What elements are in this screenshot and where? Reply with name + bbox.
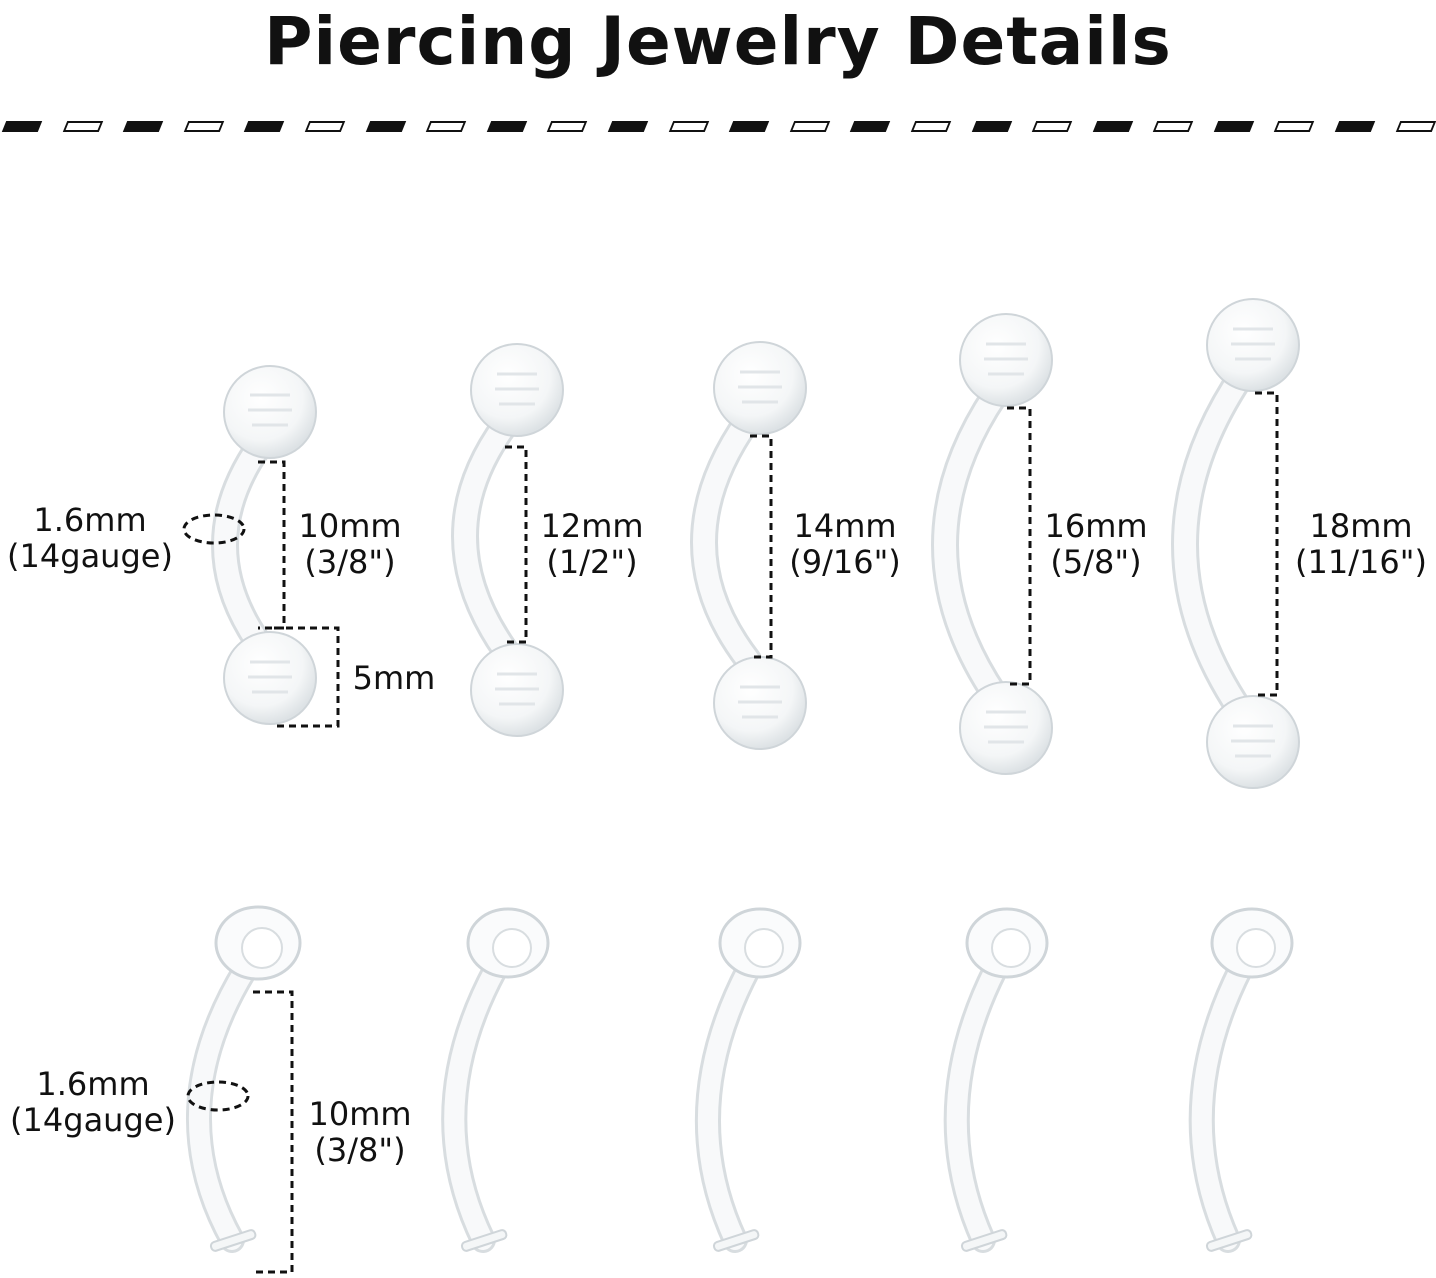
length-label-16mm: 16mm (5/8") xyxy=(1044,507,1148,581)
length-label-12mm: 12mm (1/2") xyxy=(540,507,644,581)
gauge-ellipse-bottom xyxy=(186,1080,250,1112)
barbell-16mm xyxy=(931,313,1053,775)
length-label-10mm: 10mm (3/8") xyxy=(298,507,402,581)
length-label-14mm: 14mm (9/16") xyxy=(789,507,901,581)
gauge-ellipse-top xyxy=(182,513,246,545)
barbell-14mm xyxy=(690,341,807,750)
flat-bar-5 xyxy=(1188,907,1294,1253)
gauge-label-top: 1.6mm (14gauge) xyxy=(7,501,173,575)
flat-bar-2 xyxy=(441,907,550,1253)
barbell-12mm xyxy=(451,343,564,737)
page-title: Piercing Jewelry Details xyxy=(264,3,1172,80)
ball-size-label: 5mm xyxy=(352,659,436,697)
gauge-label-bottom: 1.6mm (14gauge) xyxy=(10,1065,176,1139)
barbell-18mm xyxy=(1171,298,1300,789)
flat-bar-3 xyxy=(694,907,802,1253)
length-label-18mm: 18mm (11/16") xyxy=(1295,507,1427,581)
flat-bar-4 xyxy=(943,907,1049,1253)
flat-bar-1 xyxy=(186,905,302,1253)
length-label-bottom: 10mm (3/8") xyxy=(308,1095,412,1169)
barbell-10mm xyxy=(211,365,317,725)
